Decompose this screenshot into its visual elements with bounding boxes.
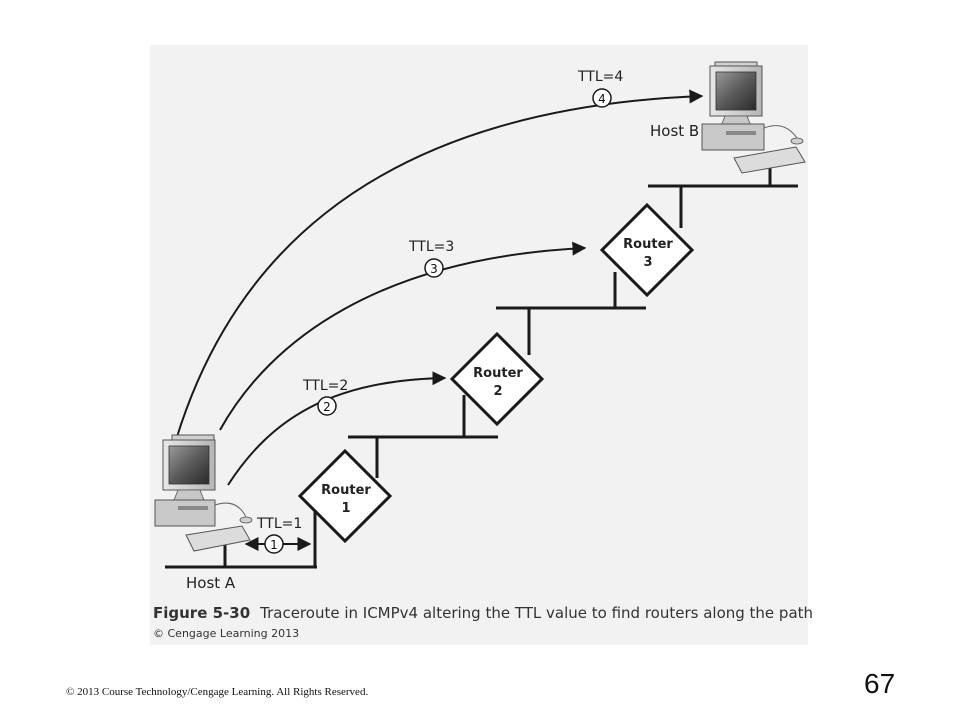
ttl-2-label: TTL=2 <box>302 378 348 394</box>
step-1-marker: 1 <box>264 534 284 554</box>
network-segments <box>165 155 798 569</box>
ttl-3-arrow <box>219 241 587 431</box>
footer-copyright: © 2013 Course Technology/Cengage Learnin… <box>66 686 369 698</box>
router-1-number: 1 <box>341 501 350 516</box>
step-2-marker: 2 <box>317 396 337 416</box>
ttl-paths <box>175 89 704 551</box>
figure-credit: © Cengage Learning 2013 <box>153 627 300 640</box>
ttl-2-arrow <box>227 371 447 486</box>
step-1-number: 1 <box>270 538 278 552</box>
router-1-label: Router <box>321 483 371 498</box>
ttl-4-label: TTL=4 <box>577 69 623 85</box>
router-3: Router 3 <box>599 202 695 298</box>
router-1: Router 1 <box>297 448 393 544</box>
router-2-label: Router <box>473 366 523 381</box>
caption-text: Traceroute in ICMPv4 altering the TTL va… <box>260 604 814 622</box>
step-3-number: 3 <box>430 262 438 276</box>
ttl-4-arrow <box>175 89 704 441</box>
page-number: 67 <box>864 668 896 699</box>
step-3-marker: 3 <box>424 258 444 278</box>
host-a-computer-icon <box>154 434 253 552</box>
figure-number: Figure 5-30 <box>153 604 251 622</box>
router-2-number: 2 <box>493 384 502 399</box>
router-2: Router 2 <box>449 331 545 427</box>
ttl-1-label: TTL=1 <box>256 516 302 532</box>
router-3-number: 3 <box>643 255 652 270</box>
step-2-number: 2 <box>323 400 331 414</box>
host-b-computer-icon <box>701 61 806 174</box>
ttl-3-label: TTL=3 <box>408 239 454 255</box>
router-3-label: Router <box>623 237 673 252</box>
host-b-label: Host B <box>650 122 699 140</box>
host-a-label: Host A <box>186 574 236 592</box>
step-4-number: 4 <box>598 92 606 106</box>
caption-line: Figure 5-30 Traceroute in ICMPv4 altering… <box>153 604 813 622</box>
step-4-marker: 4 <box>592 88 612 108</box>
figure-caption: Figure 5-30 Traceroute in ICMPv4 altering… <box>153 604 813 640</box>
step-markers: 1 2 3 4 <box>264 88 612 554</box>
